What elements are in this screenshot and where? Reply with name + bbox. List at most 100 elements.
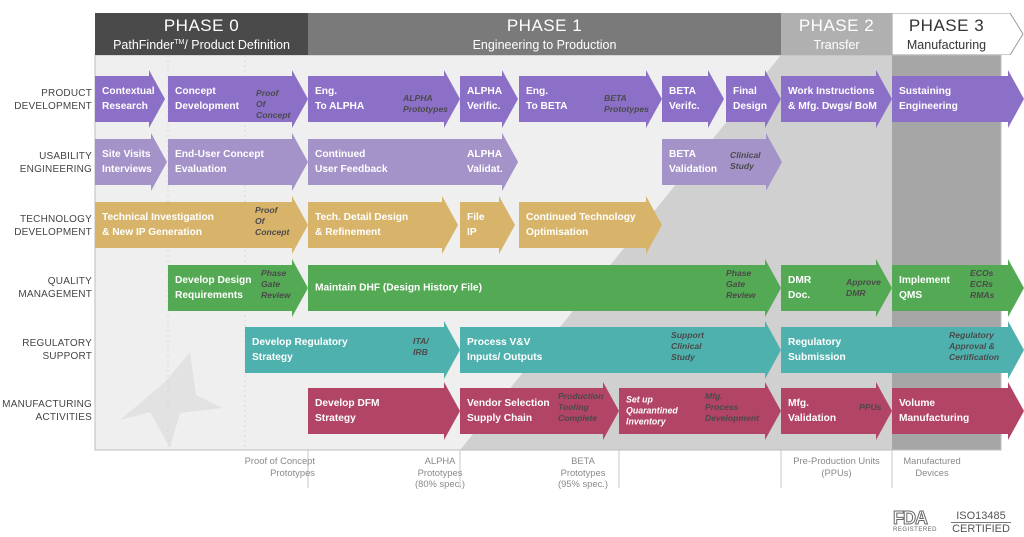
activity-note: Regulatory Approval & Certification [949,330,1000,362]
activity-note: Proof Of Concept [255,205,290,237]
activity-note: Phase Gate Review [261,268,291,300]
phase-3-header: PHASE 3 Manufacturing [892,13,1001,55]
footer-pre-production-units: Pre-Production Units(PPUs) [793,455,880,478]
arrow-shape [95,70,165,128]
phase-subtitle: Engineering to Production [472,38,617,52]
arrow-shape [460,321,781,379]
technology-activity-arrow: Tech. Detail Design& Refinement [308,196,458,254]
activity-note: PPUs [859,402,882,412]
manufacturing-activity-arrow: Mfg.Validation PPUs [781,382,892,440]
activity-label: Work Instructions& Mfg. Dwgs/ BoM [788,86,877,112]
arrow-shape [460,382,619,440]
activity-label: Mfg.Validation [788,398,837,424]
phase-1-header: PHASE 1 Engineering to Production [308,13,781,55]
phase-subtitle: Manufacturing [906,38,987,52]
arrow-shape [781,321,1024,379]
phase-2-header: PHASE 2 Transfer [781,13,892,55]
activity-note: Phase Gate Review [726,268,756,300]
arrow-shape [781,259,892,317]
activity-note: Proof Of Concept [256,88,291,120]
activity-label: Technical Investigation& New IP Generati… [102,212,214,238]
arrow-shape [245,321,460,379]
activity-label: Eng.To ALPHA [315,86,365,112]
star-watermark-icon [120,352,222,448]
arrow-shape [892,70,1024,128]
arrow-shape [460,70,518,128]
arrow-shape [308,382,460,440]
arrow-shape [781,382,892,440]
arrow-shape [168,259,308,317]
arrow-shape [619,382,781,440]
arrow-shape [168,70,308,128]
activity-note: Production Tooling Complete [558,391,604,423]
phase-title: PHASE 3 [908,16,985,35]
phase-subtitle: PathFinderTM/ Product Definition [113,38,290,52]
arrow-shape [519,196,662,254]
phase-title: PHASE 0 [163,16,240,35]
arrow-shape [308,196,458,254]
technology-activity-arrow: Technical Investigation& New IP Generati… [95,196,308,254]
arrow-shape [892,259,1024,317]
fda-registered-logo: FDA REGISTERED [893,508,938,534]
arrow-shape [95,196,308,254]
arrow-shape [662,133,782,191]
activity-note: ECOs ECRs RMAs [970,268,995,300]
arrow-shape [95,133,167,191]
iso13485-certified-logo: ISO13485 CERTIFIED [951,510,1011,535]
arrow-shape [892,382,1024,440]
activity-note: ALPHA Prototypes [403,93,448,114]
activity-label: Maintain DHF (Design History File) [315,282,482,294]
arrow-shape [460,133,518,191]
arrow-shape [519,70,662,128]
phase-3-header-arrow [892,13,1024,55]
activity-note: Clinical Study [730,150,761,171]
arrow-shape [308,70,460,128]
activity-note: ITA/ IRB [413,336,429,357]
phase-subtitle: Transfer [813,38,860,52]
quality-activity-arrow: Maintain DHF (Design History File) Phase … [308,259,781,317]
product-activity-arrow: Eng.To ALPHA ALPHA Prototypes [308,70,460,128]
arrow-shape [460,196,515,254]
arrow-shape [168,133,308,191]
activity-label: Tech. Detail Design& Refinement [315,212,409,238]
